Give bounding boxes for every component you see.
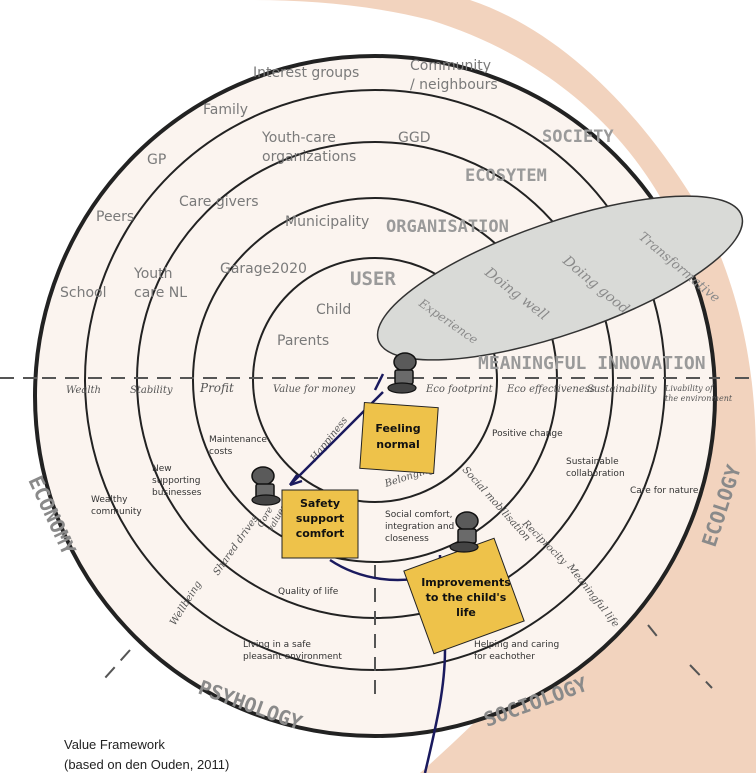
value-profit: Profit — [199, 381, 234, 395]
text-sustainable: Sustainable — [566, 457, 619, 467]
stakeholder-municipality: Municipality — [285, 214, 369, 230]
note-comfort: comfort — [296, 527, 345, 540]
text-closeness: closeness — [385, 534, 429, 544]
text-social-comfort: Social comfort, — [385, 510, 453, 520]
ring-organisation — [192, 197, 558, 563]
value-for-money: Value for money — [273, 384, 356, 395]
stakeholder-care-nl: care NL — [134, 285, 187, 301]
stakeholder-organizations: organizations — [262, 149, 356, 165]
text-new: New — [152, 464, 172, 474]
note-improvements: Improvements — [421, 576, 511, 589]
sector-dividers — [104, 565, 713, 700]
text-wealthy: Wealthy — [91, 495, 128, 505]
sticky-note-safety: Safety support comfort — [281, 489, 359, 559]
stakeholder-family: Family — [203, 102, 248, 118]
value-the-environment: the environment — [665, 394, 733, 403]
text-community: community — [91, 507, 142, 517]
stakeholder-youth: Youth — [133, 266, 173, 282]
value-stability: Stability — [130, 385, 173, 396]
text-for-eachother: for eachother — [474, 652, 535, 662]
text-helping: Helping and caring — [474, 640, 559, 650]
text-positive-change: Positive change — [492, 429, 563, 439]
stakeholder-parents: Parents — [277, 333, 329, 349]
note-normal: normal — [376, 438, 419, 451]
text-supporting: supporting — [152, 476, 200, 486]
sticky-note-feeling-normal: Feeling normal — [359, 401, 439, 475]
note-feeling: Feeling — [375, 422, 420, 435]
stakeholder-community: Community — [410, 58, 491, 74]
stakeholder-peers: Peers — [96, 209, 134, 225]
value-wealth: Wealth — [66, 385, 101, 396]
value-livability: Livability of — [664, 384, 715, 393]
ring-label-meaningful-innovation: MEANINGFUL INNOVATION — [478, 353, 706, 374]
value-eco-effectiveness: Eco effectiveness — [506, 384, 595, 395]
push-pin-icon — [387, 352, 417, 394]
text-integration: integration and — [385, 522, 454, 532]
stakeholder-gp: GP — [147, 152, 166, 168]
push-pin-icon — [251, 466, 281, 506]
note-support: support — [296, 512, 344, 525]
text-businesses: businesses — [152, 488, 202, 498]
ring-label-ecosystem: ECOSYTEM — [465, 166, 547, 186]
stakeholder-school: School — [60, 285, 106, 301]
ring-label-organisation: ORGANISATION — [386, 217, 509, 237]
stakeholder-neighbours: / neighbours — [410, 77, 498, 93]
stakeholder-care-givers: Care givers — [179, 194, 259, 210]
text-living-safe: Living in a safe — [243, 640, 311, 650]
caption-title: Value Framework — [64, 737, 165, 752]
text-pleasant-env: pleasant environment — [243, 652, 342, 662]
value-sustainability: Sustainability — [587, 384, 657, 395]
transformation-ellipse — [376, 195, 744, 361]
ring-user — [252, 257, 498, 503]
sticky-note-improvements: Improvements to the child's life — [403, 537, 525, 655]
note-safety: Safety — [300, 497, 340, 510]
stakeholder-ggd: GGD — [398, 130, 430, 146]
text-costs: costs — [209, 447, 233, 457]
note-to-child: to the child's — [426, 591, 507, 604]
push-pin-icon — [449, 511, 479, 553]
value-eco-footprint: Eco footprint — [425, 384, 494, 395]
note-life: life — [456, 606, 476, 619]
ring-label-user: USER — [350, 268, 396, 290]
text-care-for-nature: Care for nature — [630, 486, 699, 496]
ring-label-society: SOCIETY — [542, 127, 614, 147]
stakeholder-garage2020: Garage2020 — [220, 261, 307, 277]
text-collaboration: collaboration — [566, 469, 625, 479]
text-maintenance: Maintenance — [209, 435, 267, 445]
stakeholder-youth-care: Youth-care — [261, 130, 336, 146]
stakeholder-interest-groups: Interest groups — [253, 65, 359, 81]
caption-source: (based on den Ouden, 2011) — [64, 757, 230, 772]
stakeholder-child: Child — [316, 302, 351, 318]
text-quality-of-life: Quality of life — [278, 587, 339, 597]
